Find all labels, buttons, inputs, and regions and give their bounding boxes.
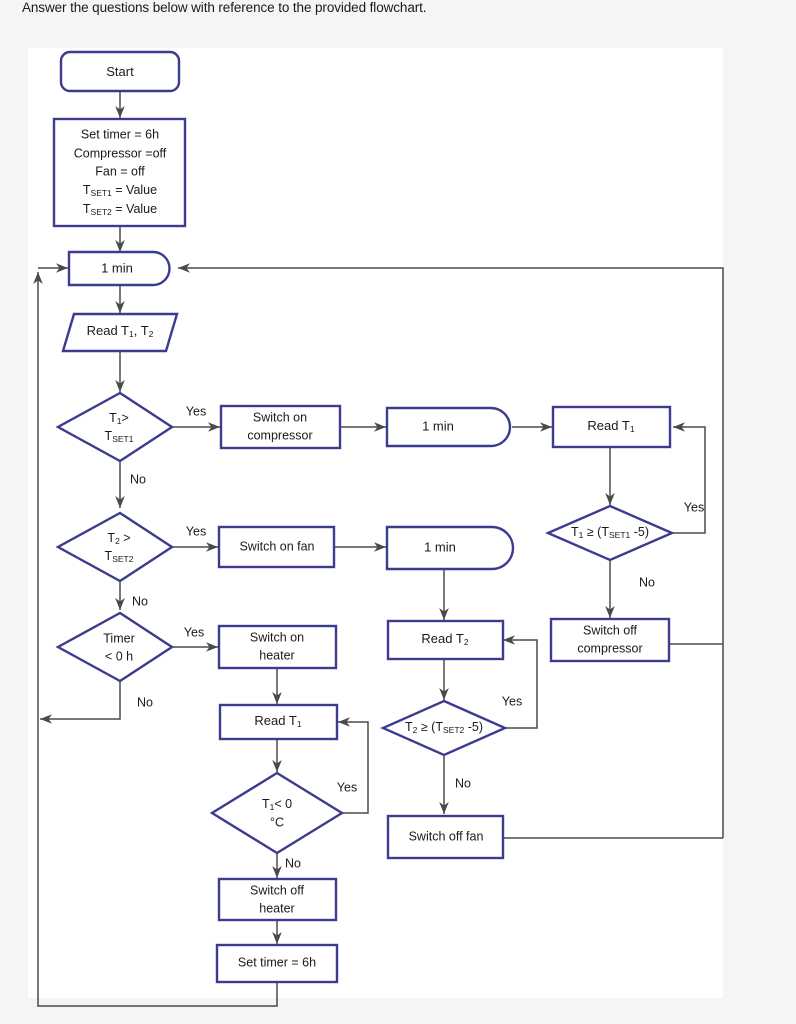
flowchart-canvas [28, 48, 723, 998]
page-question-text: Answer the questions below with referenc… [22, 0, 427, 15]
